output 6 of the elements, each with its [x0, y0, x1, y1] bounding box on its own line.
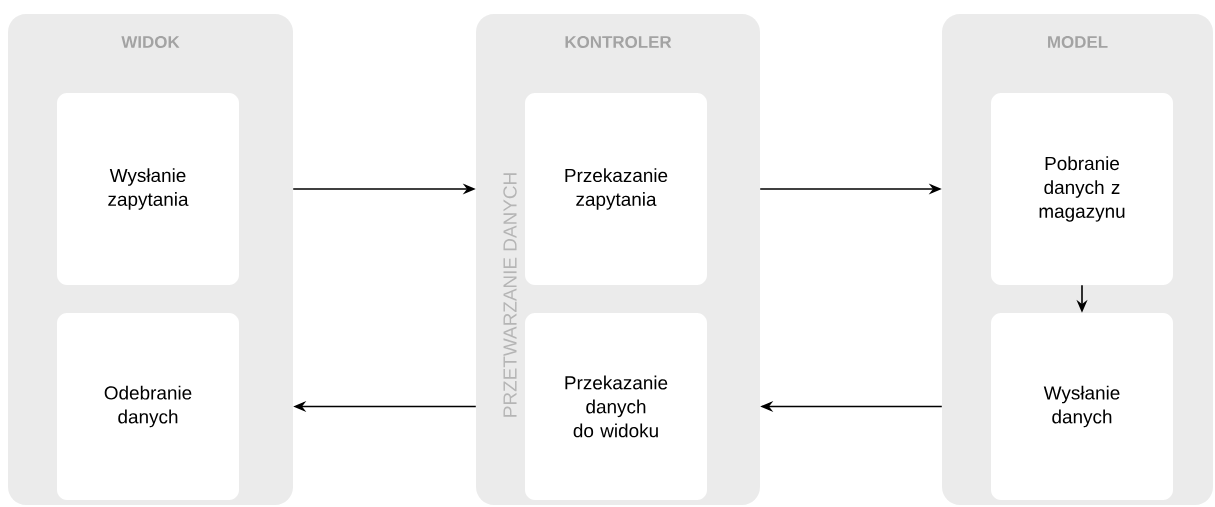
process-box: Przekazanie zapytania [525, 93, 707, 285]
process-box: Wysłanie zapytania [57, 93, 239, 285]
process-box: Pobranie danych z magazynu [991, 93, 1173, 285]
process-box: Odebranie danych [57, 313, 239, 500]
process-box: Przekazanie danych do widoku [525, 313, 707, 500]
process-box: Wysłanie danych [991, 313, 1173, 500]
